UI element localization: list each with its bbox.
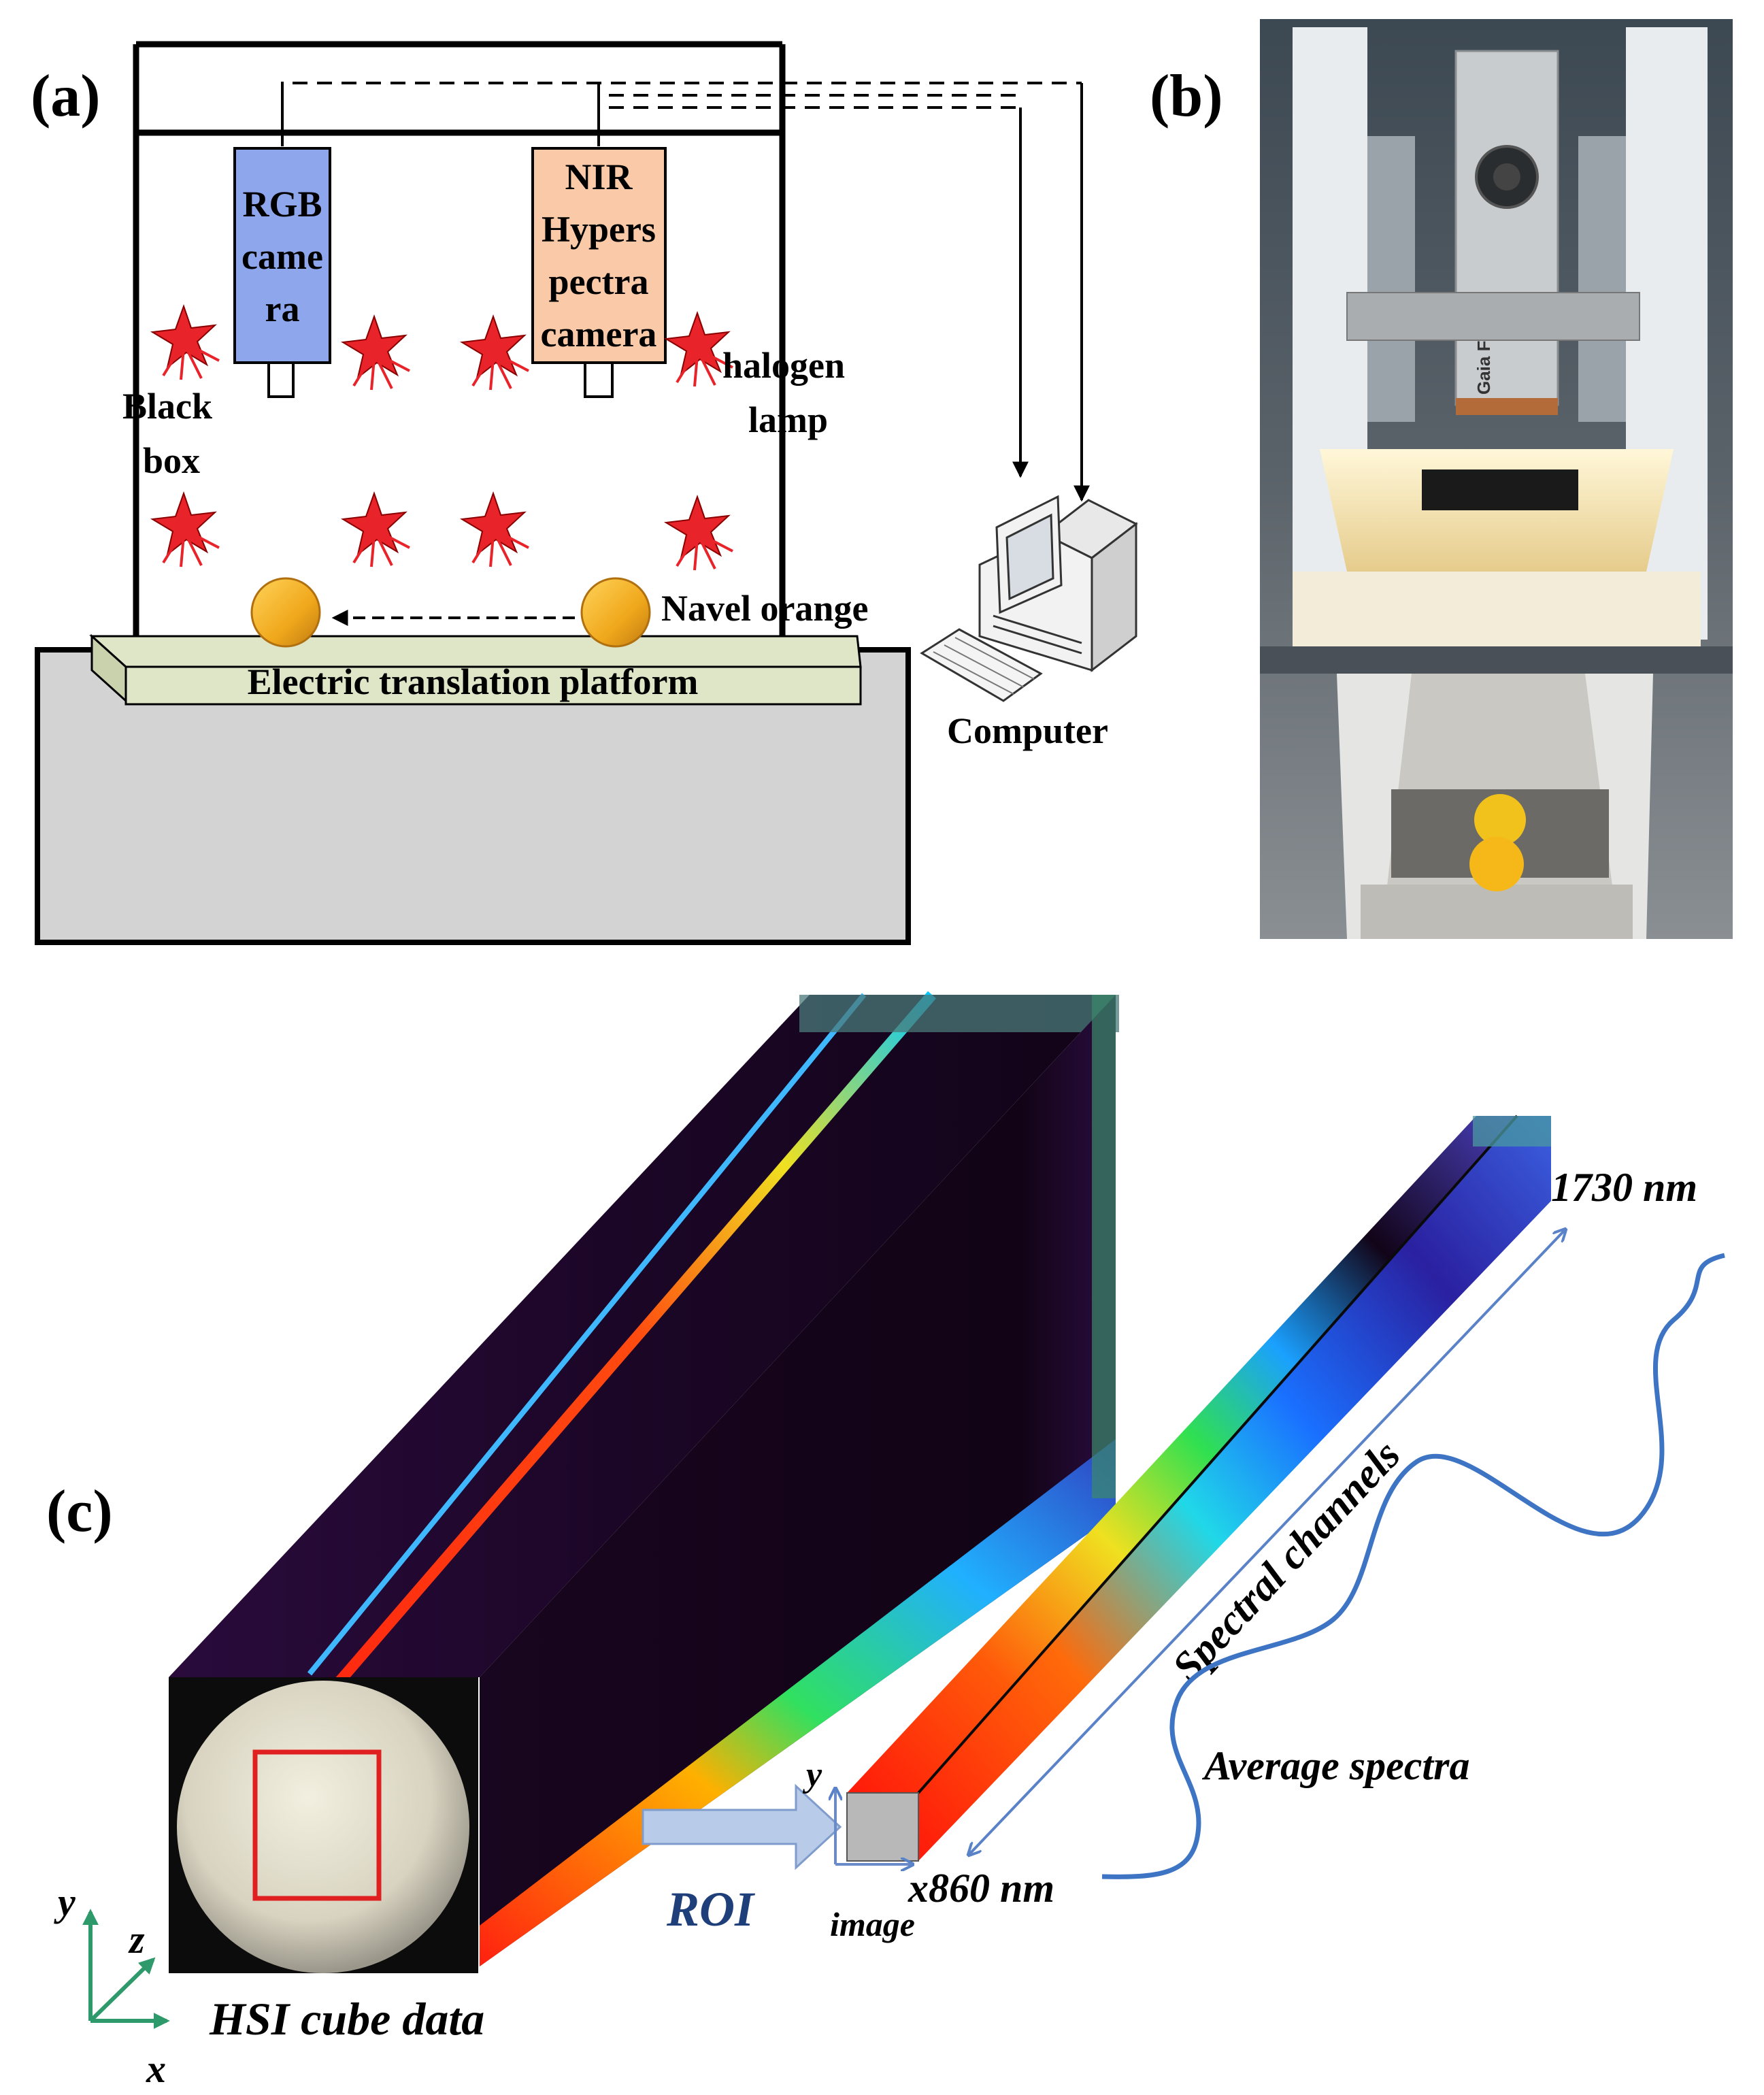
cube-right-noise (1092, 995, 1116, 1498)
camera-mount-plate (1346, 292, 1640, 341)
lamp-icon (342, 315, 411, 391)
cube-noise-edge (799, 995, 1119, 1032)
wavelength-start-label: x860 nm (908, 1866, 1054, 1911)
nir-camera-label-2: Hypers (542, 209, 656, 250)
photo-window-left (1367, 136, 1415, 422)
camera-cables (281, 82, 1090, 502)
panel-a: (a) RGB came ra NIR Hypers (31, 41, 1138, 945)
camera-accent (1456, 398, 1558, 415)
panel-c-label: (c) (46, 1479, 113, 1545)
hyperspectral-camera-body (1454, 50, 1559, 406)
axis-y-label: y (54, 1880, 76, 1924)
photo-orange-back (1474, 794, 1526, 846)
roi-axis-y-label: y (802, 1755, 822, 1794)
black-box-label-2: box (143, 440, 200, 481)
rgb-camera-label-3: ra (265, 288, 300, 329)
computer-label: Computer (947, 710, 1108, 751)
rgb-camera-lens (267, 361, 295, 398)
wavelength-end-label: 1730 nm (1551, 1165, 1697, 1210)
spectral-channels-arrow (969, 1230, 1565, 1854)
panel-b: (b) Gaia Field (1150, 19, 1733, 939)
cube-bottom-edge (480, 1439, 1116, 1966)
platform-front (124, 665, 862, 706)
orange-left (250, 577, 321, 648)
hsi-cube-front-face (480, 995, 1116, 1966)
nir-camera-label-1: NIR (565, 156, 633, 197)
cube-blue-line (307, 993, 867, 1676)
hsi-cube-label: HSI cube data (209, 1993, 484, 2045)
lamp-icon (461, 492, 530, 568)
panel-a-label: (a) (31, 63, 101, 129)
nir-camera-label-4: camera (541, 314, 657, 354)
conveyor-rollers (1361, 885, 1633, 939)
axis-z-label: z (128, 1917, 145, 1962)
chamber-floor (1293, 572, 1701, 646)
platform-label: Electric translation platform (248, 661, 699, 702)
rgb-camera-label-1: RGB (242, 184, 322, 225)
panel-c: (c) y z x HSI cube data ROI (46, 991, 1725, 2091)
photo-orange-front (1469, 837, 1524, 891)
roi-image-axes (835, 1789, 912, 1864)
average-spectra-label: Average spectra (1201, 1743, 1469, 1788)
black-box-label-1: Black (122, 386, 212, 427)
halogen-lamp-label-1: halogen (722, 345, 845, 386)
cube-red-band (335, 991, 937, 1685)
lamp-icon (461, 315, 530, 391)
black-box-frame (133, 41, 786, 640)
orange-sphere (177, 1681, 469, 1973)
halogen-lamp-label-2: lamp (748, 399, 828, 440)
chamber-opening (1422, 469, 1578, 510)
roi-label: ROI (666, 1882, 756, 1936)
computer-icon (920, 495, 1138, 702)
image-label: image (830, 1905, 915, 1943)
photo-band-dark (1260, 646, 1733, 674)
rgb-camera-label-2: came (242, 236, 323, 277)
lamp-icon (342, 492, 411, 568)
average-spectra-curve (1101, 1253, 1725, 1879)
roi-cube-noise-top (1473, 1116, 1551, 1147)
nir-camera-lens (584, 361, 614, 398)
axes-xyz (82, 1909, 170, 2029)
roi-arrow (642, 1783, 842, 1870)
axis-x-label: x (146, 2047, 166, 2091)
photo-window-right (1578, 136, 1626, 422)
lamp-icon (151, 492, 220, 568)
nir-camera-box (531, 147, 667, 364)
navel-orange-label: Navel orange (661, 588, 868, 629)
roi-rectangle (252, 1749, 382, 1901)
panel-b-label: (b) (1150, 63, 1223, 129)
orange-right (580, 577, 651, 648)
lamp-icon (151, 305, 220, 381)
lamp-icon (665, 495, 734, 572)
nir-camera-label-3: pectra (549, 261, 649, 302)
roi-image-face (846, 1792, 919, 1862)
